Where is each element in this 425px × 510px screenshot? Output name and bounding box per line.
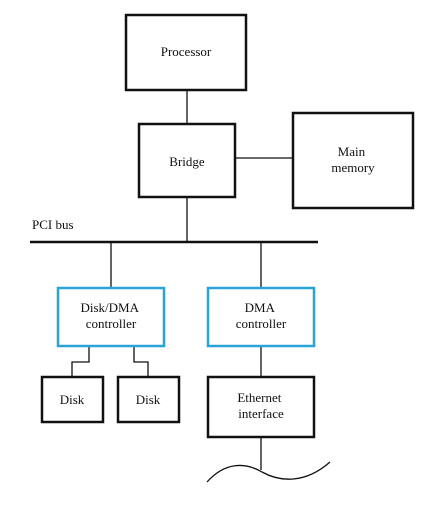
disk-right-label-line: Disk <box>136 392 161 407</box>
bridge-label: Bridge <box>169 154 205 169</box>
ethernet-interface-label-line-1: Ethernet <box>237 390 281 405</box>
pci-bus-label: PCI bus <box>32 217 74 232</box>
network-cable-wave <box>206 461 331 483</box>
disk-dma-right-disk-link <box>133 346 149 377</box>
disk-right-box: Disk <box>116 375 181 424</box>
disk-left-box: Disk <box>40 375 105 424</box>
disk-dma-controller-label-line-2: controller <box>86 316 137 331</box>
dma-controller-label: DMA controller <box>236 300 287 331</box>
dma-controller-label-line-1: DMA <box>245 300 276 315</box>
ethernet-interface-label: Ethernet interface <box>237 390 284 421</box>
disk-dma-controller-box: Disk/DMA controller <box>56 286 166 348</box>
disk-dma-left-disk-link <box>71 346 90 377</box>
disk-right-label: Disk <box>136 392 161 407</box>
main-memory-box: Main memory <box>291 111 415 210</box>
disk-left-label-line: Disk <box>60 392 85 407</box>
main-memory-label-line-2: memory <box>331 160 375 175</box>
main-memory-label: Main memory <box>331 144 375 175</box>
processor-box: Processor <box>124 13 248 92</box>
ethernet-interface-box: Ethernet interface <box>206 375 316 439</box>
processor-label: Processor <box>161 44 212 59</box>
dma-controller-label-line-2: controller <box>236 316 287 331</box>
disk-dma-controller-label-line-1: Disk/DMA <box>80 300 139 315</box>
bridge-box: Bridge <box>137 122 237 199</box>
disk-left-label: Disk <box>60 392 85 407</box>
ethernet-interface-label-line-2: interface <box>238 406 284 421</box>
bridge-label-line: Bridge <box>169 154 205 169</box>
main-memory-label-line-1: Main <box>338 144 366 159</box>
dma-controller-box: DMA controller <box>206 286 316 348</box>
processor-label-line: Processor <box>161 44 212 59</box>
disk-dma-controller-label: Disk/DMA controller <box>80 300 141 331</box>
